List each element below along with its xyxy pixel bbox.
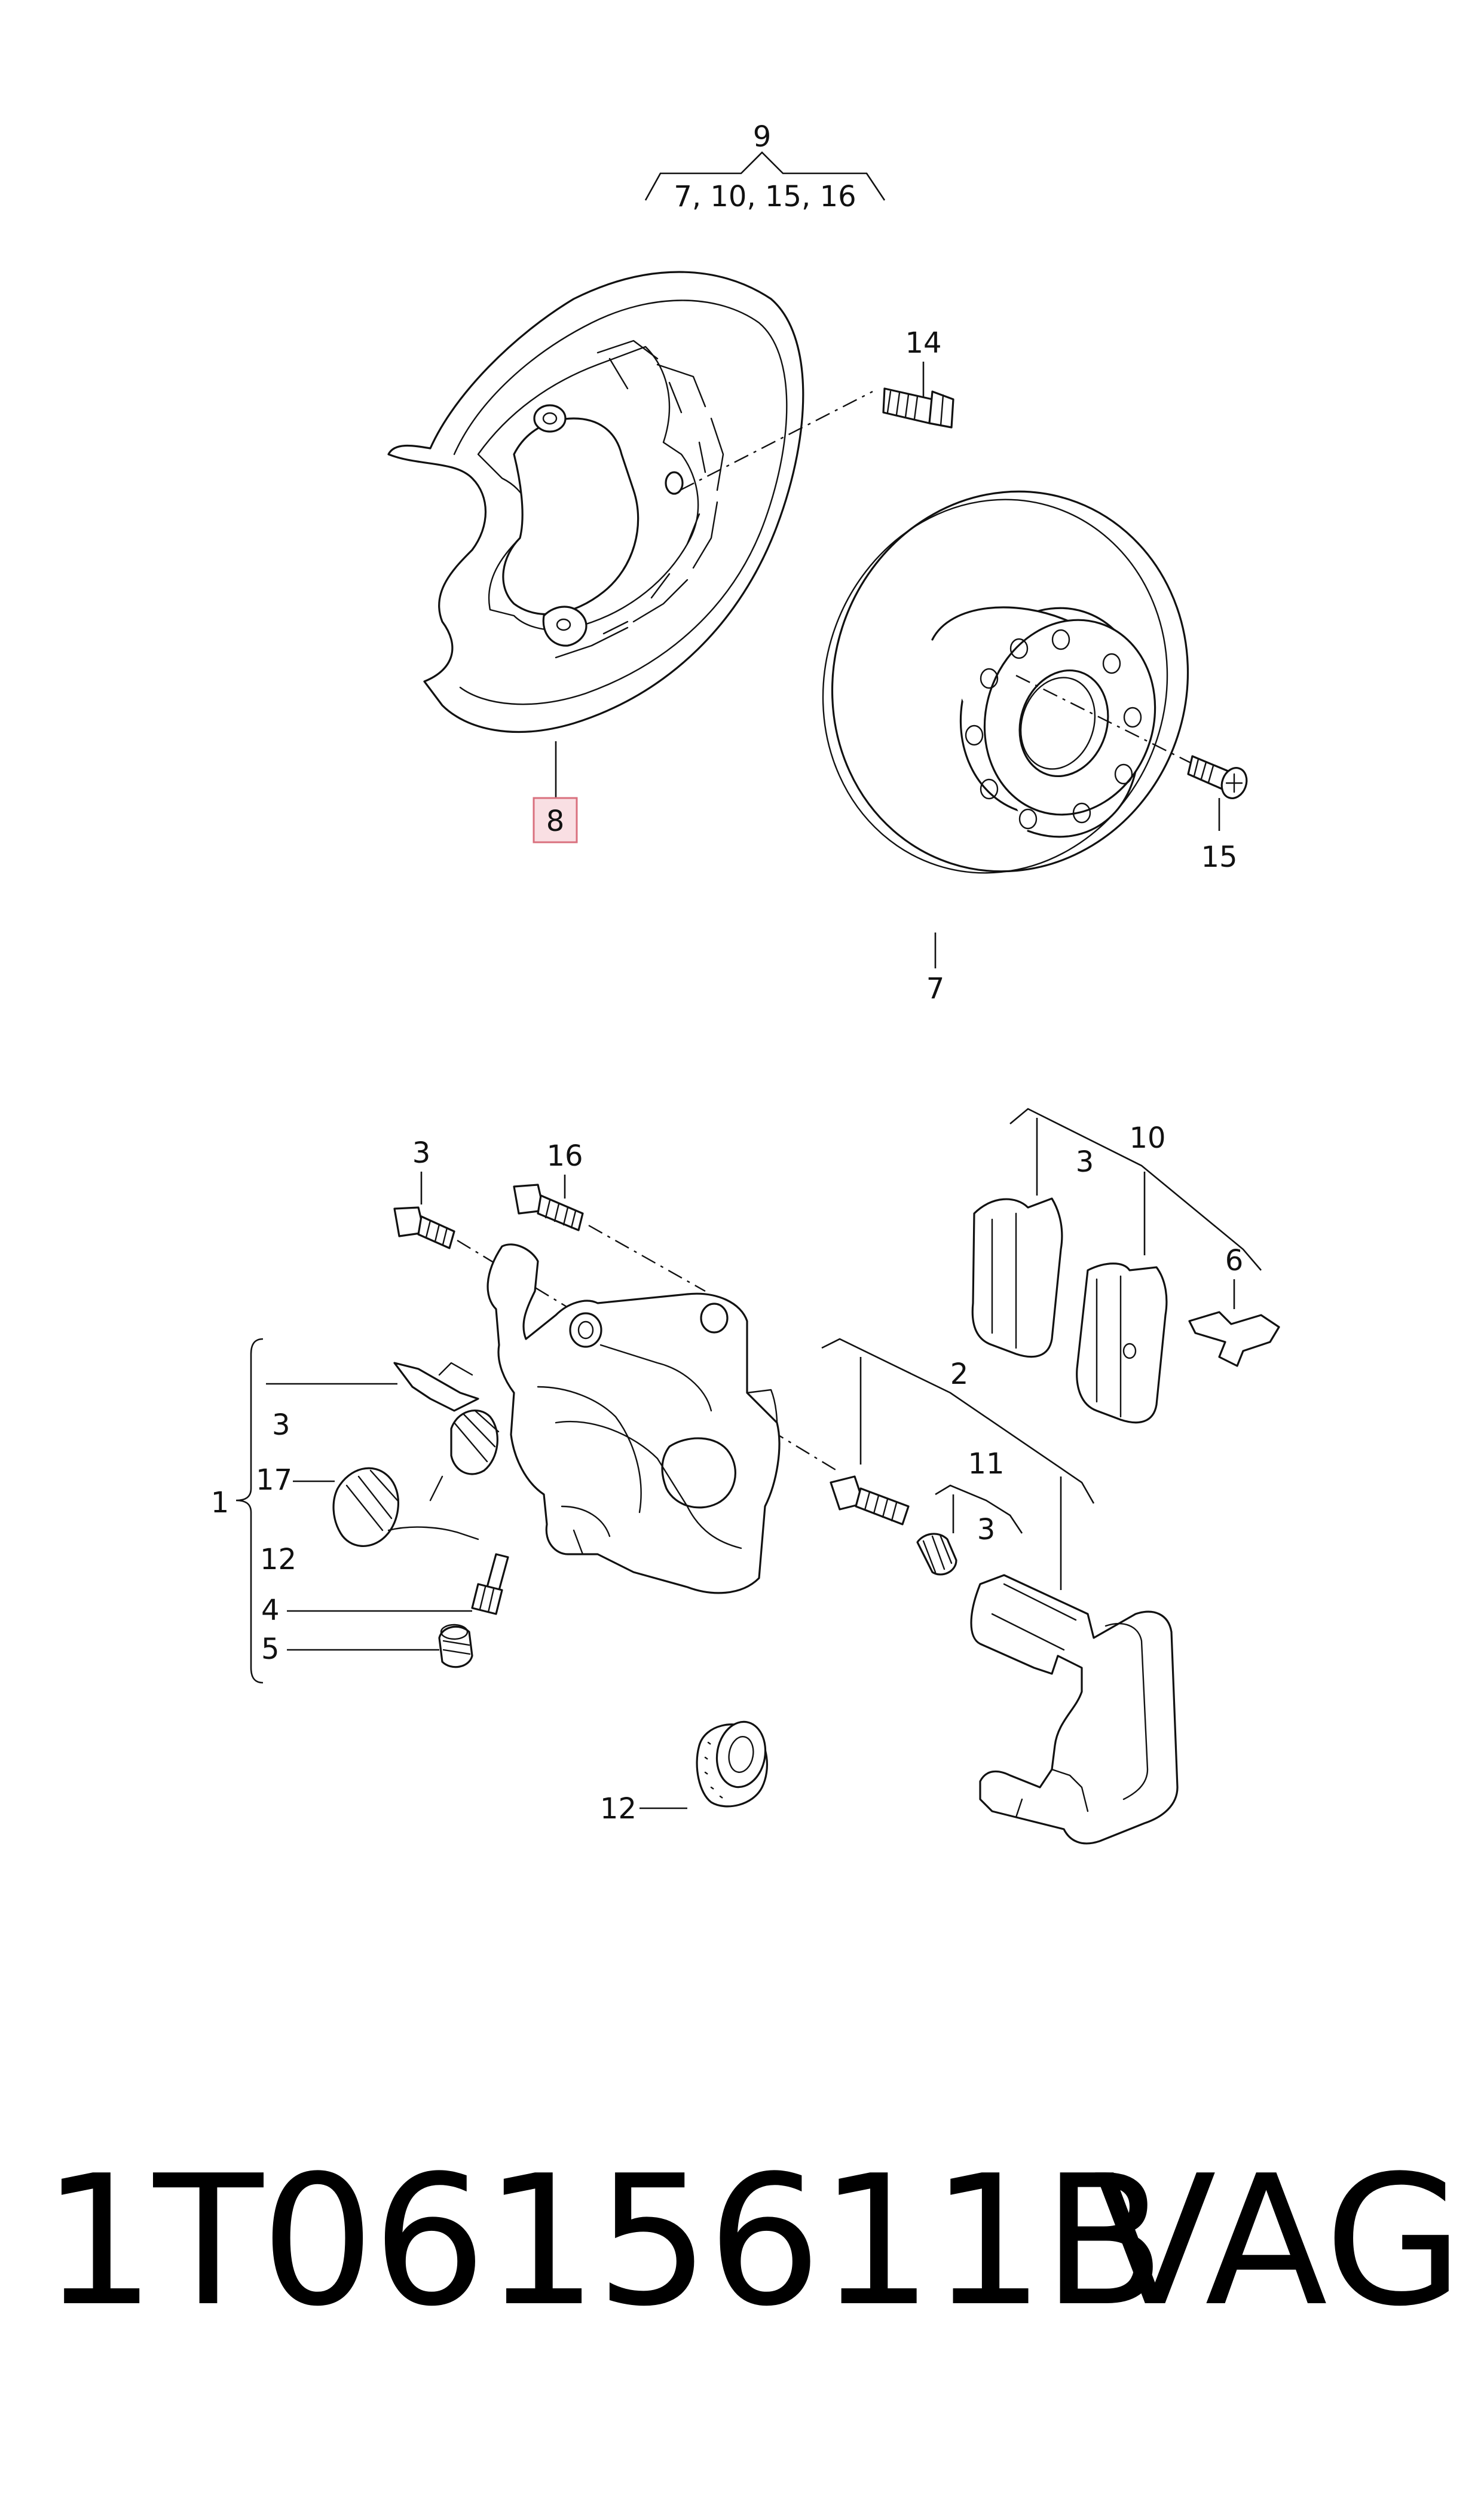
callout-5: 5 (261, 1633, 280, 1666)
screw-part-15: 15 (1187, 755, 1248, 874)
caliper-carrier-bracket (970, 1574, 1179, 1845)
callout-8: 8 (546, 805, 565, 838)
callout-6: 6 (1225, 1244, 1244, 1277)
callout-12-bottom: 12 (600, 1792, 637, 1826)
callout-12-piston: 12 (260, 1543, 296, 1576)
callout-3-seal: 3 (272, 1408, 290, 1442)
piston-part-12: 12 (600, 1720, 769, 1826)
disc-bolt-holes (965, 629, 1142, 830)
axis-line-bracket (588, 1224, 706, 1292)
callout-14: 14 (905, 326, 941, 360)
bolt-part-16: 16 (513, 1139, 584, 1231)
brake-disc-part-7 (822, 490, 1202, 874)
axis-line-shield (680, 390, 873, 491)
guide-pin-bolt (830, 1475, 910, 1526)
clip-part-6: 6 (1188, 1244, 1280, 1367)
callout-2: 2 (950, 1358, 969, 1391)
callout-10: 10 (1129, 1121, 1165, 1155)
exploded-view-drawing: 9 7, 10, 15, 16 8 14 (211, 120, 1280, 1845)
callout-3-guide: 3 (977, 1513, 996, 1546)
bolt-part-14: 14 (882, 326, 954, 429)
bleeder-valve-part-4 (471, 1553, 509, 1615)
piston-seal-part-3 (393, 1362, 500, 1475)
callout-group-9: 9 7, 10, 15, 16 (644, 120, 886, 213)
callout-16: 16 (546, 1139, 583, 1173)
callout-1: 1 (211, 1486, 230, 1520)
dust-cap-part-5 (438, 1624, 473, 1668)
callout-4: 4 (261, 1594, 280, 1627)
bolt-part-3-top: 3 (393, 1136, 455, 1249)
callout-15: 15 (1201, 840, 1237, 874)
callout-11: 11 (968, 1447, 1004, 1481)
carrier-part-2: 2 11 3 (821, 1338, 1095, 1590)
guide-spring-part-17 (332, 1439, 479, 1547)
splash-shield-part-8 (387, 271, 804, 733)
highlighted-part-8[interactable]: 8 (533, 797, 578, 843)
guide-sleeve (916, 1533, 957, 1576)
callout-group-1: 1 3 17 12 4 5 (211, 1338, 472, 1684)
brand-label: VAG (1094, 2137, 1464, 2346)
callout-7: 7 (926, 972, 945, 1005)
part-number: 1T0615611B (42, 2137, 1165, 2346)
callout-3-bolt: 3 (412, 1136, 431, 1170)
callout-9: 9 (753, 120, 772, 154)
callout-9-includes: 7, 10, 15, 16 (674, 180, 856, 213)
brake-pads-part-10: 10 3 (971, 1108, 1262, 1424)
brake-caliper-housing (486, 1243, 781, 1594)
callout-17: 17 (256, 1463, 292, 1497)
callout-3-pads: 3 (1076, 1145, 1094, 1179)
highlight-box-8 (533, 797, 578, 843)
